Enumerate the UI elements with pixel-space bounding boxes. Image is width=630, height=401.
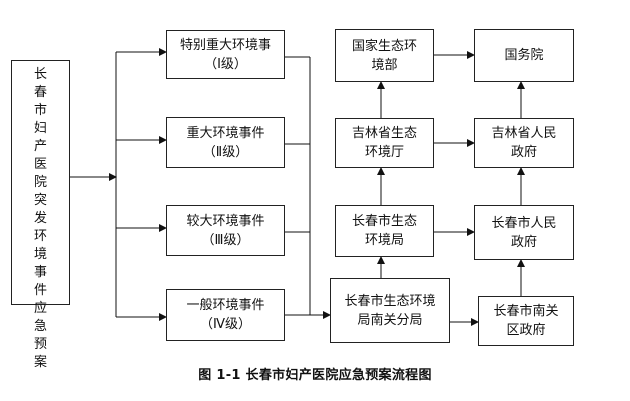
changchun-government-box: 长春市人民 政府: [474, 205, 574, 260]
level-1-grade: （Ⅰ级）: [204, 56, 247, 72]
jilin-government-line-1: 吉林省人民: [491, 126, 557, 141]
figure-caption: 图 1-1 长春市妇产医院应急预案流程图: [198, 368, 432, 383]
jilin-env-department-box: 吉林省生态 环境厅: [335, 118, 434, 168]
national-env-ministry-box: 国家生态环 境部: [335, 29, 434, 82]
level-2-grade: （Ⅱ级）: [202, 144, 249, 160]
jilin-env-department-line-2: 环境厅: [364, 145, 404, 160]
nanguan-env-branch-box: 长春市生态环境 局南关分局: [330, 278, 450, 343]
nanguan-district-government-line-1: 长春市南关: [493, 304, 559, 319]
jilin-government-box: 吉林省人民 政府: [474, 118, 574, 168]
jilin-env-department-line-1: 吉林省生态: [351, 126, 417, 141]
state-council-box: 国务院: [474, 29, 574, 82]
level-2-name: 重大环境事件: [186, 125, 265, 141]
level-3-name: 较大环境事件: [186, 213, 265, 229]
level-1-name: 特别重大环境事: [179, 37, 271, 53]
changchun-env-bureau-box: 长春市生态 环境局: [335, 205, 434, 257]
level-3-grade: （Ⅲ级）: [201, 232, 250, 248]
state-council-label: 国务院: [504, 48, 544, 63]
changchun-government-line-1: 长春市人民: [491, 215, 557, 231]
level-4-box: 一般环境事件 （Ⅳ级）: [166, 289, 285, 341]
level-1-box: 特别重大环境事 （Ⅰ级）: [166, 30, 285, 79]
level-3-box: 较大环境事件 （Ⅲ级）: [166, 205, 285, 256]
level-4-grade: （Ⅳ级）: [200, 317, 251, 332]
national-env-ministry-line-1: 国家生态环: [351, 38, 417, 54]
changchun-env-bureau-line-1: 长春市生态: [351, 214, 417, 229]
nanguan-env-branch-line-1: 长春市生态环境: [344, 293, 436, 309]
changchun-government-line-2: 政府: [510, 234, 537, 250]
level-4-name: 一般环境事件: [186, 298, 265, 313]
hospital-plan-label: 长春市妇产医院突发环境事件应急预案: [33, 67, 47, 370]
changchun-env-bureau-line-2: 环境局: [364, 233, 404, 248]
nanguan-district-government-box: 长春市南关 区政府: [478, 296, 574, 346]
hospital-plan-box: 长春市妇产医院突发环境事件应急预案: [11, 60, 70, 370]
nanguan-env-branch-line-2: 局南关分局: [357, 312, 423, 328]
nanguan-district-government-line-2: 区政府: [506, 323, 546, 338]
national-env-ministry-line-2: 境部: [371, 57, 398, 73]
level-2-box: 重大环境事件 （Ⅱ级）: [166, 117, 285, 168]
jilin-government-line-2: 政府: [510, 145, 537, 160]
